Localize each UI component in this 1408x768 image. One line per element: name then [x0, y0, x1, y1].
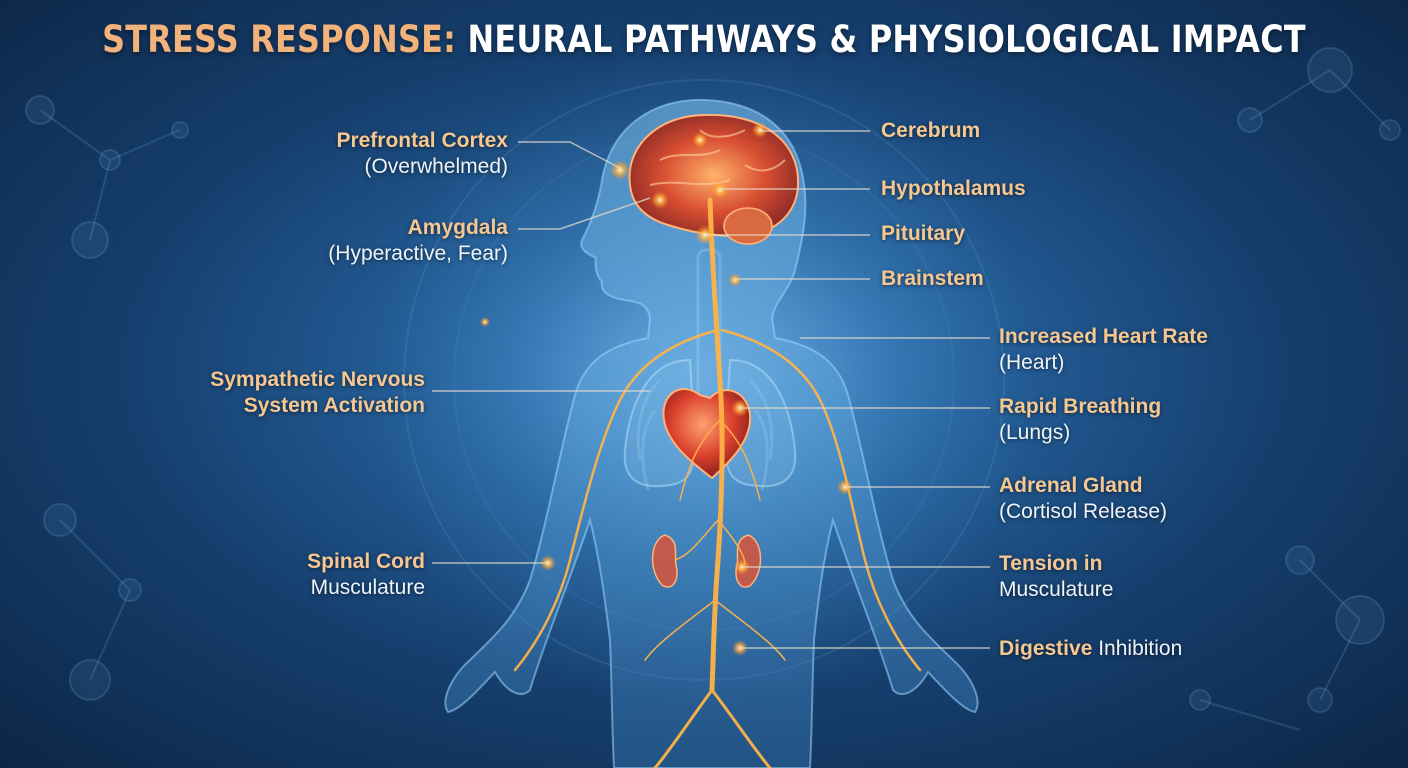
label-digestive-inhibition: Digestive Inhibition: [999, 637, 1183, 660]
label-increased-heart-rate: Increased Heart Rate (Heart): [999, 325, 1208, 374]
title-main: NEURAL PATHWAYS & PHYSIOLOGICAL IMPACT: [467, 18, 1306, 61]
label-spinal-cord: Spinal Cord Musculature: [307, 550, 425, 599]
page-title: STRESS RESPONSE: NEURAL PATHWAYS & PHYSI…: [99, 18, 1310, 61]
glow-points: [480, 122, 853, 656]
leader-lines: [432, 130, 990, 649]
label-sympathetic-nervous-system: Sympathetic Nervous System Activation: [210, 368, 425, 417]
label-brainstem: Brainstem: [881, 267, 984, 290]
label-cerebrum: Cerebrum: [881, 119, 981, 142]
heart: [662, 388, 752, 480]
label-adrenal-gland: Adrenal Gland (Cortisol Release): [999, 474, 1168, 523]
label-hypothalamus: Hypothalamus: [881, 177, 1026, 200]
label-amygdala: Amygdala (Hyperactive, Fear): [328, 216, 508, 265]
label-tension-in-musculature: Tension in Musculature: [999, 552, 1114, 601]
nerve-network: [513, 197, 922, 768]
label-prefrontal-cortex: Prefrontal Cortex (Overwhelmed): [336, 129, 508, 178]
label-rapid-breathing: Rapid Breathing (Lungs): [999, 395, 1162, 444]
skeleton-hint: [636, 248, 774, 491]
title-accent: STRESS RESPONSE:: [102, 18, 457, 61]
label-pituitary: Pituitary: [881, 222, 966, 245]
molecule-network: [25, 47, 1401, 731]
